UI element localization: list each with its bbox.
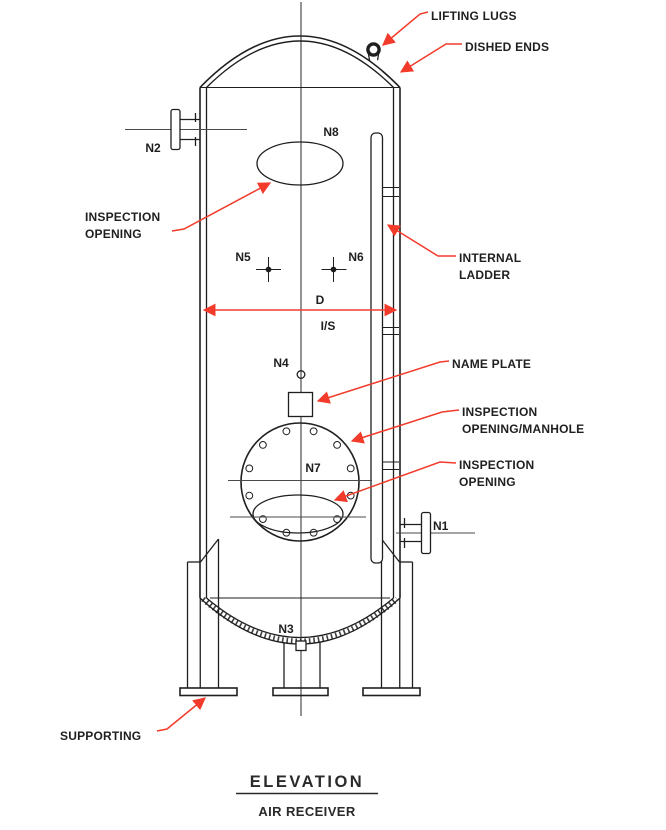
dim-diameter: D (316, 293, 325, 307)
n1-flange (420, 511, 432, 555)
nozzle-n2 (125, 108, 247, 151)
tag-n5: N5 (235, 250, 251, 264)
tag-n6: N6 (348, 250, 364, 264)
nozzle-n1 (396, 511, 475, 555)
label-inspection-opening-lower-1: INSPECTION (459, 458, 534, 472)
inspection-opening-in-manhole (252, 494, 344, 534)
n2-flange (170, 108, 181, 151)
tag-n3: N3 (278, 622, 294, 636)
lifting-lug (366, 42, 381, 61)
leader-lifting-lugs (382, 11, 429, 46)
label-dished-ends: DISHED ENDS (465, 40, 549, 54)
manhole-bolt-holes (245, 427, 355, 537)
vessel-shell (199, 35, 401, 645)
lifting-lug-base (367, 52, 380, 61)
base-plate-right (362, 687, 421, 697)
label-inspection-opening-top-1: INSPECTION (85, 210, 160, 224)
leader-inspection-opening-lower (333, 461, 457, 503)
label-inspection-opening-manhole-2: OPENING/MANHOLE (462, 422, 584, 436)
manhole-n7 (228, 422, 372, 542)
nozzle-n4-mark (296, 370, 306, 379)
label-supporting: SUPPORTING (60, 729, 141, 743)
bottom-dished-head-inner (206, 597, 394, 639)
nozzle-n5-mark (256, 257, 281, 282)
base-plate-center (272, 687, 329, 697)
drawing-title: ELEVATION (250, 773, 364, 791)
leader-name-plate (316, 360, 450, 404)
support-leg-left (179, 538, 238, 697)
leader-internal-ladder (386, 224, 456, 257)
ladder-rail (370, 132, 384, 564)
ladder-rungs (382, 187, 399, 470)
dim-inside: I/S (321, 319, 336, 333)
support-center (272, 642, 329, 697)
leader-inspection-opening-manhole (350, 409, 460, 444)
tag-n7: N7 (305, 461, 321, 475)
label-internal-ladder-1: INTERNAL (459, 251, 521, 265)
name-plate (287, 391, 314, 418)
top-dished-head-outer (199, 35, 401, 89)
tag-n8: N8 (323, 125, 339, 139)
support-leg-right (362, 538, 421, 697)
label-inspection-opening-top-2: OPENING (85, 227, 142, 241)
base-plate-left (179, 687, 238, 697)
tag-n2: N2 (145, 141, 161, 155)
lifting-lug-ring (366, 42, 381, 57)
label-inspection-opening-manhole-1: INSPECTION (462, 405, 537, 419)
tag-n1: N1 (433, 519, 449, 533)
nozzle-n6-mark (321, 257, 347, 282)
leader-dished-ends (399, 43, 462, 73)
leader-inspection-opening-top (171, 182, 272, 232)
drawing-subtitle: AIR RECEIVER (258, 804, 355, 819)
nozzle-n3-mark (295, 640, 307, 652)
label-internal-ladder-2: LADDER (459, 268, 510, 282)
label-lifting-lugs: LIFTING LUGS (431, 9, 517, 23)
bottom-head-hatching (201, 596, 399, 644)
leader-lines (156, 11, 462, 732)
inspection-opening-n8 (256, 141, 344, 186)
top-dished-head-inner (206, 40, 394, 88)
leader-supporting (156, 697, 206, 732)
label-name-plate: NAME PLATE (452, 357, 531, 371)
tag-n4: N4 (273, 356, 289, 370)
label-inspection-opening-lower-2: OPENING (459, 475, 516, 489)
internal-ladder (370, 132, 399, 564)
manhole-rim (240, 422, 360, 542)
